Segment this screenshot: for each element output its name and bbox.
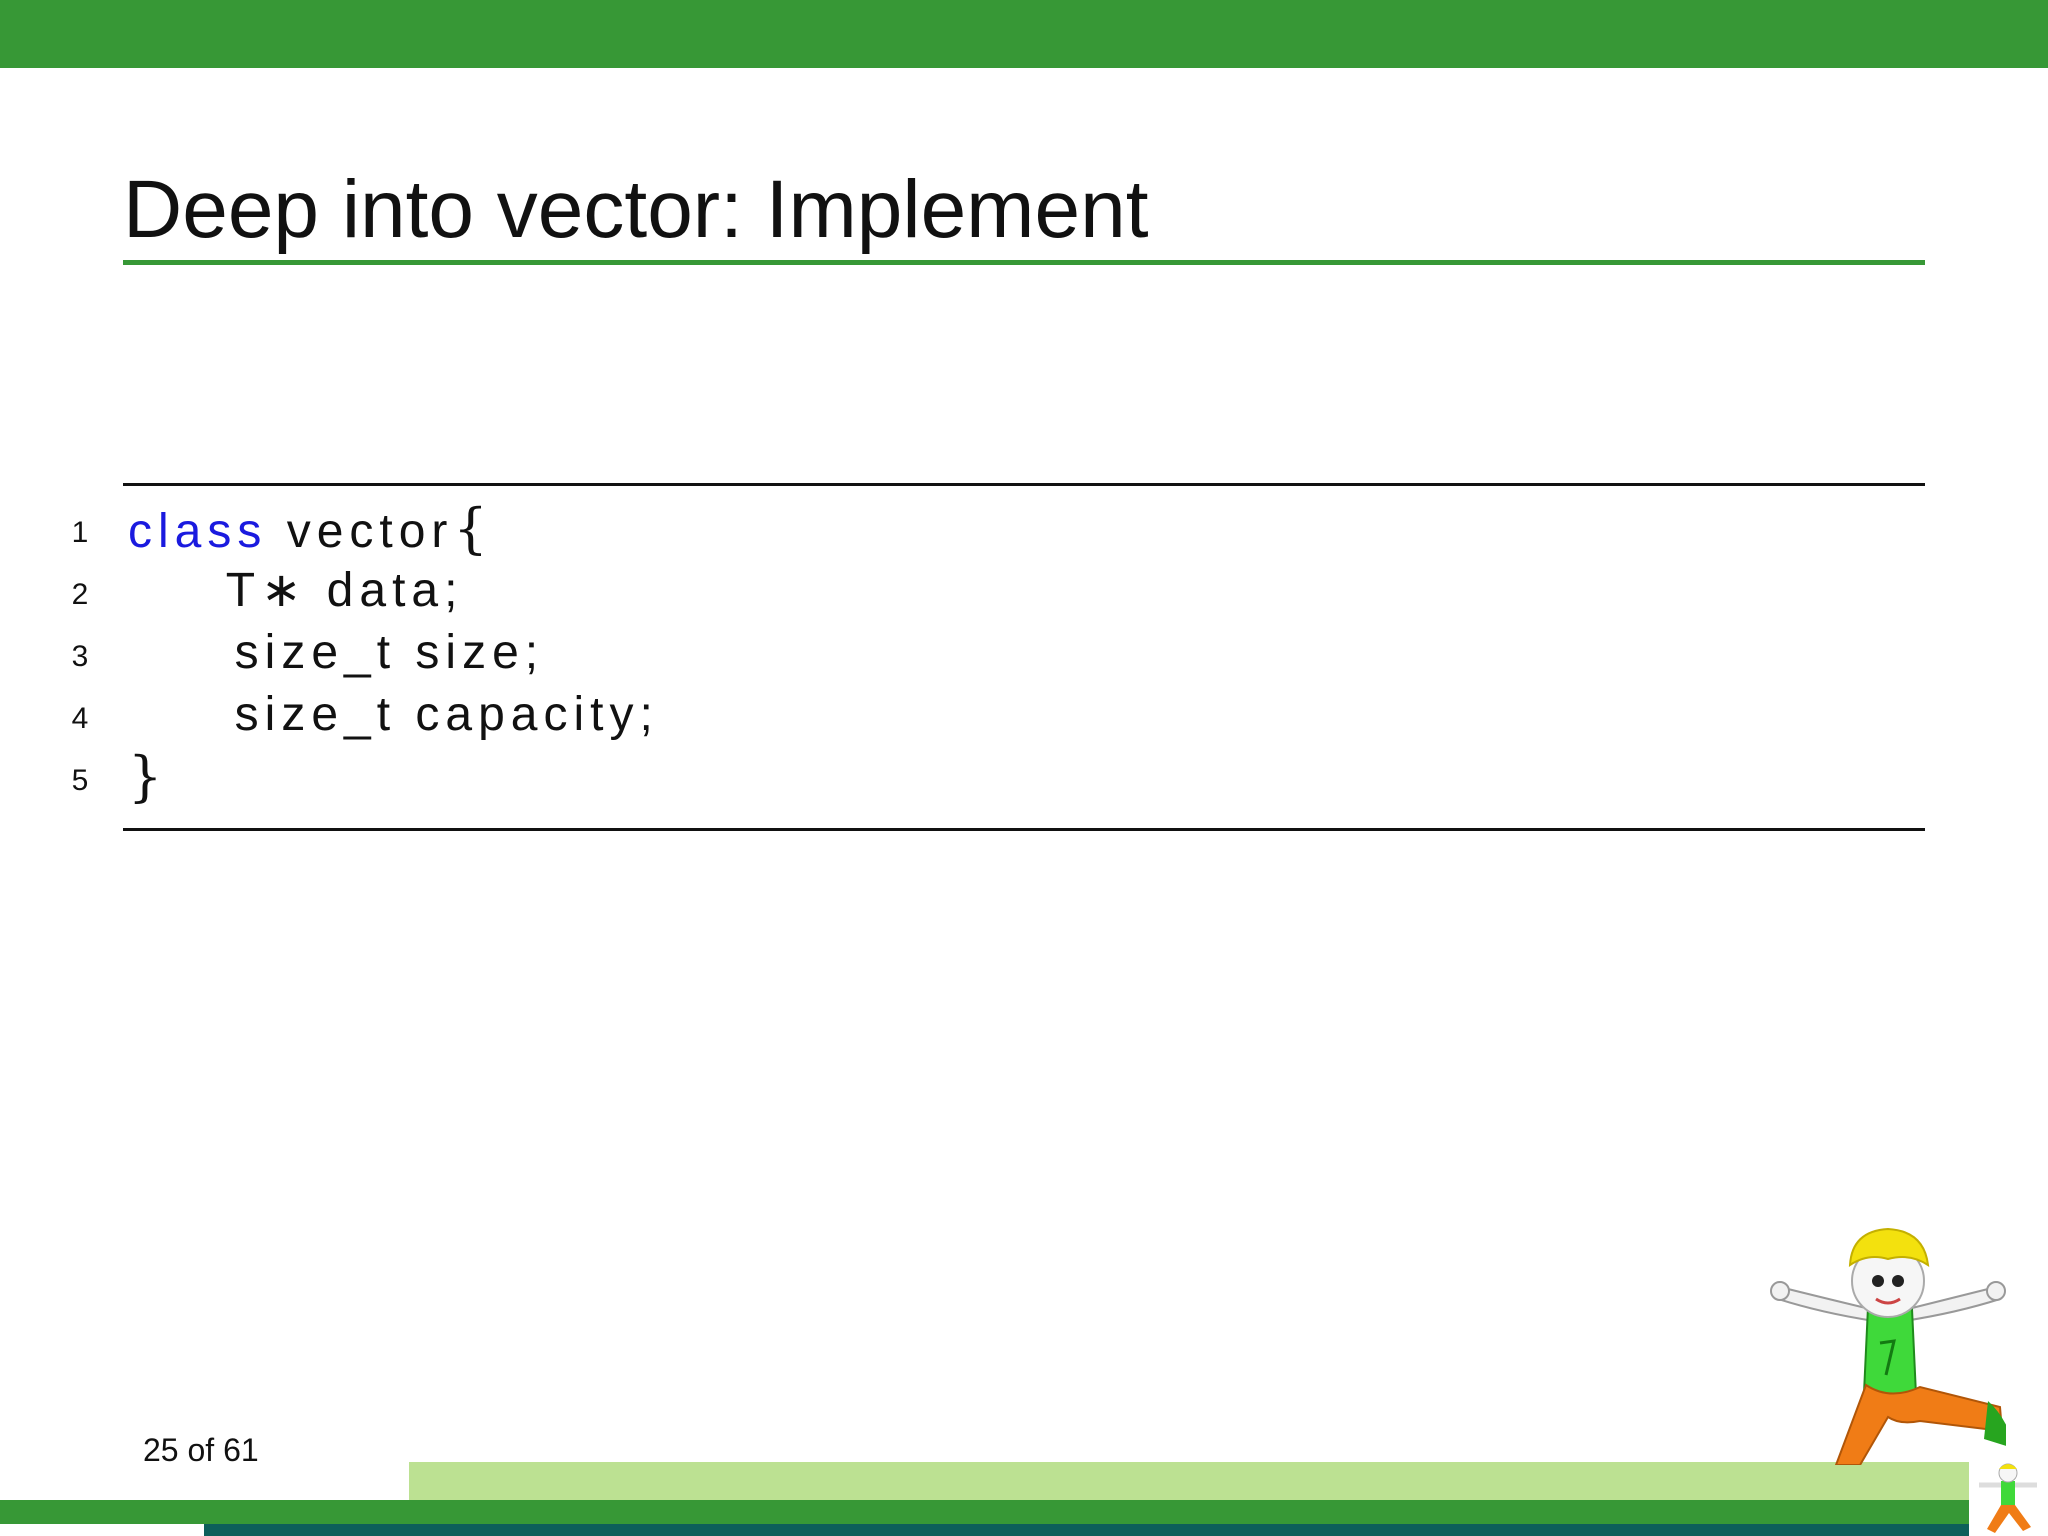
code-text: size_t size; [196, 626, 545, 679]
line-number: 5 [71, 764, 89, 797]
line-number: 3 [71, 640, 89, 673]
code-text: } [128, 746, 162, 811]
open-brace: { [453, 497, 488, 560]
footer-green-bar [0, 1500, 1969, 1524]
code-line-3: 3 size_t size; [0, 622, 2048, 684]
line-number: 1 [71, 516, 89, 549]
close-brace: } [128, 745, 163, 808]
code-bottom-rule [123, 828, 1925, 831]
cartoon-boy-mascot-icon [1770, 1227, 2006, 1465]
slide-title: Deep into vector: Implement [123, 164, 1149, 255]
code-top-rule [123, 483, 1925, 486]
code-line-4: 4 size_t capacity; [0, 684, 2048, 746]
code-text: size_t capacity; [196, 688, 659, 741]
code-text: T∗ data; [188, 564, 464, 617]
top-accent-bar [0, 0, 2048, 68]
footer-light-bar [409, 1462, 1969, 1500]
footer-teal-bar [204, 1524, 1969, 1536]
code-keyword: class [128, 505, 268, 558]
code-line-5: 5 } [0, 746, 2048, 808]
small-cartoon-boy-icon [1979, 1463, 2037, 1533]
code-line-1: 1 class vector{ [0, 498, 2048, 560]
title-underline [123, 260, 1925, 265]
code-text: class vector{ [128, 498, 488, 563]
line-number: 2 [71, 578, 89, 611]
code-line-2: 2 T∗ data; [0, 560, 2048, 622]
page-number: 25 of 61 [143, 1432, 259, 1468]
code-identifier: vector [267, 505, 454, 558]
line-number: 4 [71, 702, 89, 735]
